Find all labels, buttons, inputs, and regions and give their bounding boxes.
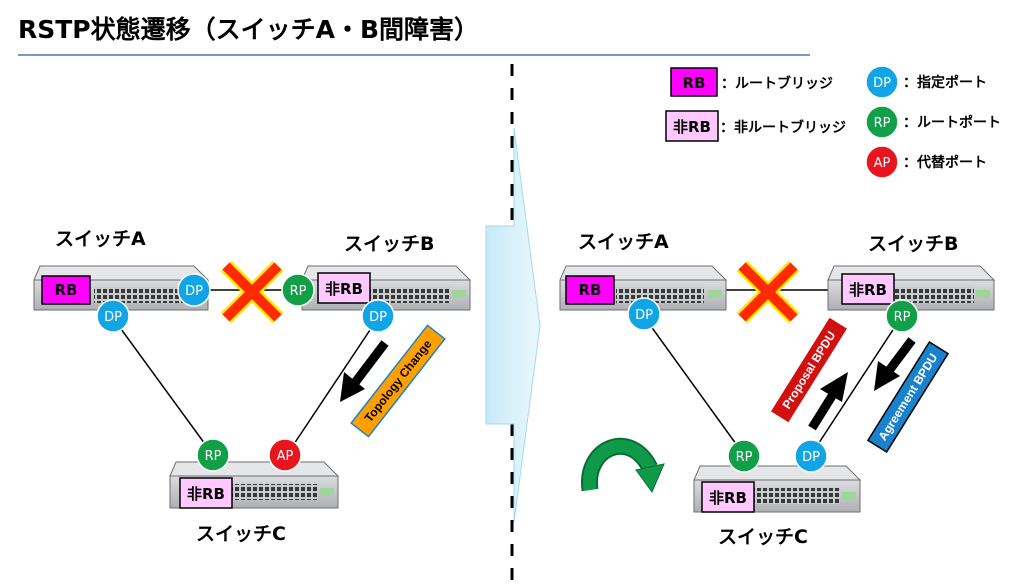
switch-c-right: 非RB bbox=[693, 465, 862, 513]
legend-badge: RB bbox=[683, 74, 706, 92]
port-dp: DP bbox=[794, 439, 828, 473]
port-label: RP bbox=[736, 450, 753, 465]
switch-b-left-name: スイッチB bbox=[344, 233, 434, 255]
port-rp: RP bbox=[281, 273, 315, 307]
link-failure-icon bbox=[220, 260, 284, 324]
legend-text: ：指定ポート bbox=[903, 74, 987, 91]
bridge-badge bbox=[701, 481, 755, 513]
page-title: RSTP状態遷移（スイッチA・B間障害） bbox=[18, 15, 480, 44]
switch-a-right: RB bbox=[559, 265, 728, 311]
bridge-badge-label: RB bbox=[579, 281, 602, 299]
legend-badge: DP bbox=[873, 76, 891, 91]
legend-badge: 非RB bbox=[673, 118, 711, 136]
legend-root-port: RP ：ルートポート bbox=[865, 105, 1001, 139]
link-a-c-right bbox=[644, 317, 745, 456]
legend-designated-port: DP ：指定ポート bbox=[865, 65, 987, 99]
switch-b-right-name: スイッチB bbox=[868, 233, 958, 255]
legend-non-root-bridge: 非RB ：非ルートブリッジ bbox=[665, 110, 846, 142]
port-label: DP bbox=[104, 310, 122, 325]
port-label: DP bbox=[635, 308, 653, 323]
switch-a-right-name: スイッチA bbox=[578, 231, 669, 253]
proposal-arrow bbox=[808, 372, 848, 431]
title-underline bbox=[18, 54, 810, 56]
port-label: RP bbox=[894, 310, 911, 325]
topology-change-arrow bbox=[340, 340, 389, 402]
agreement-label: Agreement BPDU bbox=[876, 351, 941, 443]
port-dp: DP bbox=[627, 297, 661, 331]
port-rp: RP bbox=[196, 438, 230, 472]
port-label: DP bbox=[802, 450, 820, 465]
bridge-badge bbox=[565, 275, 615, 305]
bridge-badge-label: 非RB bbox=[187, 485, 225, 503]
switch-c-left: 非RB bbox=[169, 461, 340, 509]
port-label: RP bbox=[290, 284, 307, 299]
bridge-badge bbox=[841, 273, 895, 305]
port-dp: DP bbox=[177, 273, 211, 307]
bridge-badge bbox=[179, 477, 233, 509]
legend-text: ：代替ポート bbox=[903, 154, 987, 171]
port-label: AP bbox=[277, 449, 294, 464]
proposal-band: Proposal BPDU bbox=[768, 315, 850, 425]
agreement-band: Agreement BPDU bbox=[866, 340, 950, 454]
legend-text: ：ルートポート bbox=[903, 114, 1001, 131]
legend-text: ：非ルートブリッジ bbox=[720, 119, 846, 136]
legend-text: ：ルートブリッジ bbox=[721, 75, 833, 92]
switch-c-right-name: スイッチC bbox=[718, 526, 808, 548]
transition-arrow bbox=[485, 127, 541, 523]
bridge-badge-label: 非RB bbox=[325, 280, 363, 298]
port-rp: RP bbox=[727, 439, 761, 473]
link-failure-icon bbox=[736, 260, 800, 324]
legend-root-bridge: RB ：ルートブリッジ bbox=[670, 67, 833, 97]
topology-change-label: Topology Change bbox=[362, 337, 435, 425]
legend: RB ：ルートブリッジ 非RB ：非ルートブリッジ DP ：指定ポート RP ：… bbox=[665, 65, 1001, 179]
agreement-arrow bbox=[874, 337, 916, 391]
port-label: DP bbox=[185, 284, 203, 299]
legend-badge: RP bbox=[874, 116, 891, 131]
switch-c-left-name: スイッチC bbox=[196, 523, 286, 545]
bridge-badge-label: 非RB bbox=[849, 281, 887, 299]
port-dp: DP bbox=[361, 299, 395, 333]
link-b-c-left bbox=[285, 317, 379, 457]
link-a-c-left bbox=[112, 317, 214, 456]
bridge-badge-label: RB bbox=[55, 281, 78, 299]
bridge-badge bbox=[41, 275, 91, 305]
bridge-badge bbox=[317, 272, 371, 304]
port-rp: RP bbox=[885, 299, 919, 333]
topology-change-band: Topology Change bbox=[350, 324, 446, 438]
bridge-badge-label: 非RB bbox=[709, 489, 747, 507]
rotate-arrow-icon bbox=[581, 438, 665, 494]
port-dp: DP bbox=[96, 299, 130, 333]
switch-a-left-name: スイッチA bbox=[55, 228, 146, 250]
link-b-c-right bbox=[810, 315, 903, 456]
port-ap: AP bbox=[268, 438, 302, 472]
legend-alternate-port: AP ：代替ポート bbox=[865, 145, 987, 179]
port-label: DP bbox=[369, 310, 387, 325]
legend-badge: AP bbox=[874, 156, 891, 171]
port-label: RP bbox=[205, 449, 222, 464]
